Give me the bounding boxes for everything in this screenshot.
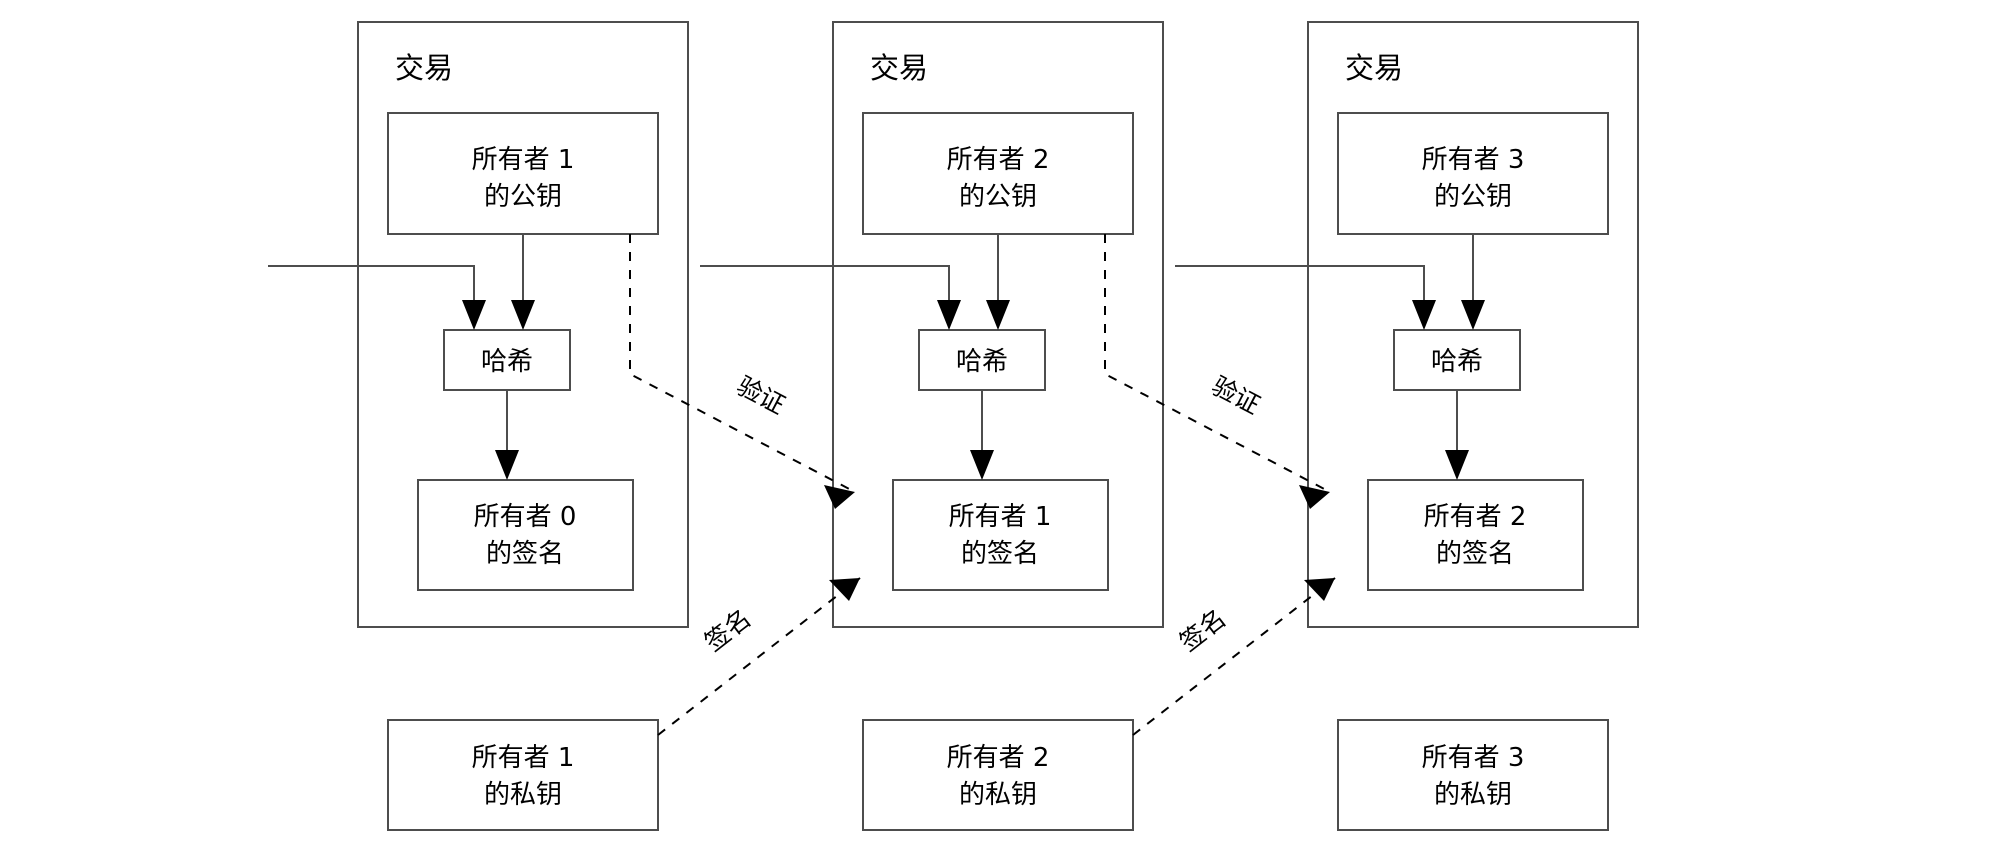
transaction-group-3: 交易 所有者 3 的公钥 哈希 所有者 2 的签名 bbox=[1175, 21, 1639, 628]
arrow-head-hash-sig-3 bbox=[1445, 450, 1469, 480]
chain-line-in-1 bbox=[268, 265, 475, 300]
verify-dashed-line-1 bbox=[629, 234, 856, 493]
verify-edge-2: 验证 bbox=[1104, 234, 1331, 509]
private-key-box-2 bbox=[862, 719, 1134, 831]
transaction-title-3: 交易 bbox=[1345, 51, 1403, 85]
sign-label-1: 签名 bbox=[699, 603, 756, 657]
private-key-box-3 bbox=[1337, 719, 1609, 831]
public-key-label-1-line1: 所有者 1 bbox=[472, 145, 575, 175]
sign-label-2: 签名 bbox=[1174, 603, 1231, 657]
arrow-head-chain-1 bbox=[462, 300, 486, 330]
public-key-label-2-line2: 的公钥 bbox=[959, 182, 1037, 212]
signature-label-2-line2: 的签名 bbox=[961, 539, 1039, 569]
public-key-label-2-line1: 所有者 2 bbox=[947, 145, 1050, 175]
chain-line-in-2 bbox=[700, 265, 950, 300]
private-key-label-3-line1: 所有者 3 bbox=[1422, 743, 1525, 773]
verify-edge-1: 验证 bbox=[629, 234, 856, 509]
private-key-label-1-line1: 所有者 1 bbox=[472, 743, 575, 773]
arrow-head-verify-1 bbox=[824, 485, 855, 509]
transaction-box-2 bbox=[832, 21, 1164, 628]
chain-line-in-3 bbox=[1175, 265, 1425, 300]
transaction-box-1 bbox=[357, 21, 689, 628]
public-key-box-3 bbox=[1337, 112, 1609, 235]
signature-label-2-line1: 所有者 1 bbox=[949, 502, 1052, 532]
arrow-head-sign-2 bbox=[1304, 578, 1335, 601]
public-key-label-1-line2: 的公钥 bbox=[484, 182, 562, 212]
verify-dashed-line-2 bbox=[1104, 234, 1331, 493]
private-key-label-2-line2: 的私钥 bbox=[959, 780, 1037, 810]
hash-box-3 bbox=[1393, 329, 1521, 391]
sign-dashed-line-1 bbox=[657, 577, 861, 736]
signature-box-2 bbox=[892, 479, 1109, 591]
private-key-group-2: 所有者 2 的私钥 bbox=[862, 719, 1134, 831]
signature-label-3-line2: 的签名 bbox=[1436, 539, 1514, 569]
transaction-group-1: 交易 所有者 1 的公钥 哈希 所有者 0 的签名 bbox=[268, 21, 689, 628]
arrow-head-sign-1 bbox=[829, 578, 860, 601]
arrow-head-chain-2 bbox=[937, 300, 961, 330]
arrow-head-verify-2 bbox=[1299, 485, 1330, 509]
private-key-label-3-line2: 的私钥 bbox=[1434, 780, 1512, 810]
private-key-group-1: 所有者 1 的私钥 bbox=[387, 719, 659, 831]
signature-label-1-line1: 所有者 0 bbox=[474, 502, 577, 532]
signature-label-1-line2: 的签名 bbox=[486, 539, 564, 569]
private-key-box-1 bbox=[387, 719, 659, 831]
private-key-label-1-line2: 的私钥 bbox=[484, 780, 562, 810]
arrow-head-chain-3 bbox=[1412, 300, 1436, 330]
hash-label-2: 哈希 bbox=[956, 347, 1008, 377]
transaction-group-2: 交易 所有者 2 的公钥 哈希 所有者 1 的签名 bbox=[700, 21, 1164, 628]
verify-label-1: 验证 bbox=[732, 371, 790, 420]
arrow-head-pubkey-hash-3 bbox=[1461, 300, 1485, 330]
arrow-head-hash-sig-2 bbox=[970, 450, 994, 480]
public-key-label-3-line1: 所有者 3 bbox=[1422, 145, 1525, 175]
arrow-head-pubkey-hash-2 bbox=[986, 300, 1010, 330]
private-key-group-3: 所有者 3 的私钥 bbox=[1337, 719, 1609, 831]
hash-label-3: 哈希 bbox=[1431, 347, 1483, 377]
transaction-title-2: 交易 bbox=[870, 51, 928, 85]
arrow-head-pubkey-hash-1 bbox=[511, 300, 535, 330]
signature-box-3 bbox=[1367, 479, 1584, 591]
verify-label-2: 验证 bbox=[1207, 371, 1265, 420]
private-key-label-2-line1: 所有者 2 bbox=[947, 743, 1050, 773]
transaction-title-1: 交易 bbox=[395, 51, 453, 85]
transaction-box-3 bbox=[1307, 21, 1639, 628]
signature-label-3-line1: 所有者 2 bbox=[1424, 502, 1527, 532]
sign-dashed-line-2 bbox=[1132, 577, 1336, 736]
public-key-label-3-line2: 的公钥 bbox=[1434, 182, 1512, 212]
arrow-head-hash-sig-1 bbox=[495, 450, 519, 480]
hash-label-1: 哈希 bbox=[481, 347, 533, 377]
signature-box-1 bbox=[417, 479, 634, 591]
